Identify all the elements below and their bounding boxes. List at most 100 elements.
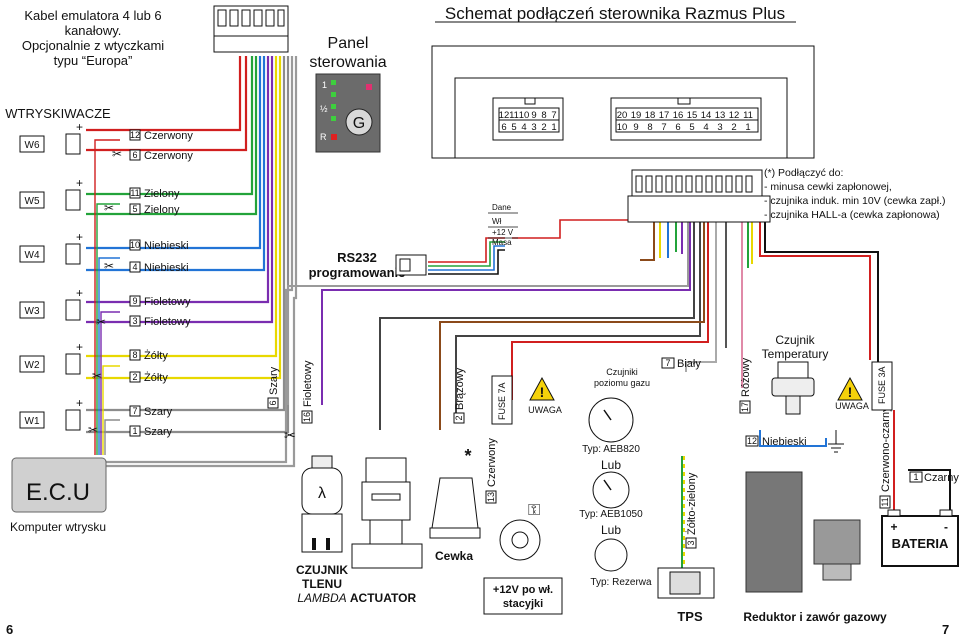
svg-text:+: + xyxy=(890,520,897,534)
svg-text:8: 8 xyxy=(541,110,546,121)
ground-icon xyxy=(828,430,844,453)
svg-text:Fioletowy: Fioletowy xyxy=(302,360,314,407)
connection-note: (*) Podłączyć do: - minusa cewki zapłono… xyxy=(764,167,946,221)
svg-text:7: 7 xyxy=(551,110,556,121)
svg-text:19: 19 xyxy=(631,110,642,121)
gas-logo-icon xyxy=(345,108,373,136)
svg-text:W1: W1 xyxy=(25,416,40,427)
svg-text:Żółty: Żółty xyxy=(144,349,168,362)
svg-text:Lub: Lub xyxy=(601,458,621,472)
svg-text:+: + xyxy=(76,176,83,190)
lambda-sensor: ✂ λ CZUJNIK TLENU LAMBDA xyxy=(284,427,348,605)
svg-text:5: 5 xyxy=(511,122,516,133)
svg-text:11: 11 xyxy=(509,110,519,121)
warning-icon: ! UWAGA xyxy=(835,376,869,411)
svg-text:-: - xyxy=(944,520,948,534)
svg-text:Dane: Dane xyxy=(492,203,512,212)
svg-text:- czujnika HALL-a (cewka zapło: - czujnika HALL-a (cewka zapłonowa) xyxy=(764,209,940,221)
injector-W6: W6 + 12 Czerwony 6 Czerwony ✂ xyxy=(19,120,193,162)
fuse-7a: FUSE 7A xyxy=(491,375,513,425)
tps-sensor: TPS xyxy=(657,567,715,624)
svg-text:13: 13 xyxy=(486,492,496,502)
svg-text:Czujniki: Czujniki xyxy=(606,367,638,377)
svg-text:sterowania: sterowania xyxy=(309,54,386,71)
svg-text:12: 12 xyxy=(130,130,140,140)
svg-text:Czujnik: Czujnik xyxy=(775,333,815,347)
ignition-switch: ⚿ +12V po wł. stacyjki xyxy=(483,502,563,615)
svg-text:6: 6 xyxy=(132,150,137,160)
injector-W4: W4 + 10 Niebieski 4 Niebieski ✂ xyxy=(19,230,189,274)
svg-text:TPS: TPS xyxy=(677,609,703,624)
svg-text:12: 12 xyxy=(747,436,757,446)
svg-text:6: 6 xyxy=(268,400,278,405)
svg-text:- czujnika induk. min 10V (cew: - czujnika induk. min 10V (cewka zapł.) xyxy=(764,195,946,207)
injectors-header: WTRYSKIWACZE xyxy=(5,106,111,121)
svg-text:Typ: Rezerwa: Typ: Rezerwa xyxy=(590,577,652,588)
svg-text:RS232: RS232 xyxy=(337,250,377,265)
svg-text:Szary: Szary xyxy=(144,426,173,438)
svg-text:6: 6 xyxy=(501,122,506,133)
gauge-icon xyxy=(594,538,628,572)
svg-text:TLENU: TLENU xyxy=(302,577,342,591)
svg-text:4: 4 xyxy=(132,262,137,272)
svg-text:E.C.U: E.C.U xyxy=(26,479,90,506)
scissors-icon: ✂ xyxy=(104,201,114,215)
ecu-main-connector xyxy=(431,45,815,159)
injector-W5: W5 + 11 Zielony 5 Zielony ✂ xyxy=(19,176,180,216)
svg-text:11: 11 xyxy=(880,497,890,506)
svg-text:FUSE 7A: FUSE 7A xyxy=(497,382,507,420)
injector-W1: W1 + 7 Szary 1 Szary ✂ xyxy=(19,396,173,438)
svg-text:+: + xyxy=(76,230,83,244)
svg-text:Wł: Wł xyxy=(492,217,502,226)
svg-text:!: ! xyxy=(848,384,853,400)
svg-text:8: 8 xyxy=(132,350,137,360)
svg-text:Niebieski: Niebieski xyxy=(762,436,807,448)
battery: + - BATERIA 1 Czarny xyxy=(881,471,959,567)
ecu-wire-connector xyxy=(627,169,771,223)
ecu-box: E.C.U Komputer wtrysku xyxy=(10,457,107,534)
reductor: Reduktor i zawór gazowy xyxy=(743,471,887,624)
svg-text:Biały: Biały xyxy=(677,358,701,370)
svg-text:Czerwony: Czerwony xyxy=(486,438,498,487)
control-panel-label: Panel sterowania xyxy=(309,35,386,71)
svg-text:10: 10 xyxy=(617,122,628,133)
emulator-note: Kabel emulatora 4 lub 6 kanałowy. Opcjon… xyxy=(22,8,164,68)
svg-text:W5: W5 xyxy=(25,196,40,207)
svg-text:programowanie: programowanie xyxy=(309,265,406,280)
svg-text:8: 8 xyxy=(647,122,652,133)
fuse-3a: FUSE 3A xyxy=(871,361,893,411)
svg-text:9: 9 xyxy=(633,122,638,133)
scissors-icon: ✂ xyxy=(284,427,296,443)
svg-text:11: 11 xyxy=(743,110,753,121)
svg-text:Lub: Lub xyxy=(601,523,621,537)
svg-text:9: 9 xyxy=(132,296,137,306)
page-number-right: 7 xyxy=(942,622,949,637)
svg-text:Panel: Panel xyxy=(328,35,369,52)
scissors-icon: ✂ xyxy=(92,369,102,383)
panel-connector-pins: Dane Wł +12 V Masa xyxy=(488,203,518,247)
svg-text:3: 3 xyxy=(717,122,722,133)
svg-text:Temperatury: Temperatury xyxy=(762,347,829,361)
svg-text:+12V po wł.: +12V po wł. xyxy=(493,584,553,596)
svg-text:Cewka: Cewka xyxy=(435,549,473,563)
diagram-title: Schemat podłączeń sterownika Razmus Plus xyxy=(445,4,785,23)
svg-text:2: 2 xyxy=(541,122,546,133)
svg-text:+: + xyxy=(76,120,83,134)
svg-text:1: 1 xyxy=(132,426,137,436)
sensor-harness xyxy=(287,219,951,570)
injector-W3: W3 + 9 Fioletowy 3 Fioletowy ✂ xyxy=(19,286,191,329)
svg-text:CZUJNIK: CZUJNIK xyxy=(296,563,348,577)
svg-text:6: 6 xyxy=(675,122,680,133)
svg-text:2: 2 xyxy=(731,122,736,133)
svg-text:Czarny: Czarny xyxy=(924,472,959,484)
svg-text:Czerwono-czarny: Czerwono-czarny xyxy=(880,406,892,492)
svg-text:5: 5 xyxy=(689,122,694,133)
injector-harness xyxy=(86,56,298,468)
svg-text:3: 3 xyxy=(531,122,536,133)
svg-text:W3: W3 xyxy=(25,306,40,317)
svg-text:7: 7 xyxy=(661,122,666,133)
connector-right-pins: 20 19 18 17 16 15 14 13 12 11 10 9 8 7 6… xyxy=(617,110,753,133)
scissors-icon: ✂ xyxy=(112,147,122,161)
svg-text:W6: W6 xyxy=(25,140,40,151)
